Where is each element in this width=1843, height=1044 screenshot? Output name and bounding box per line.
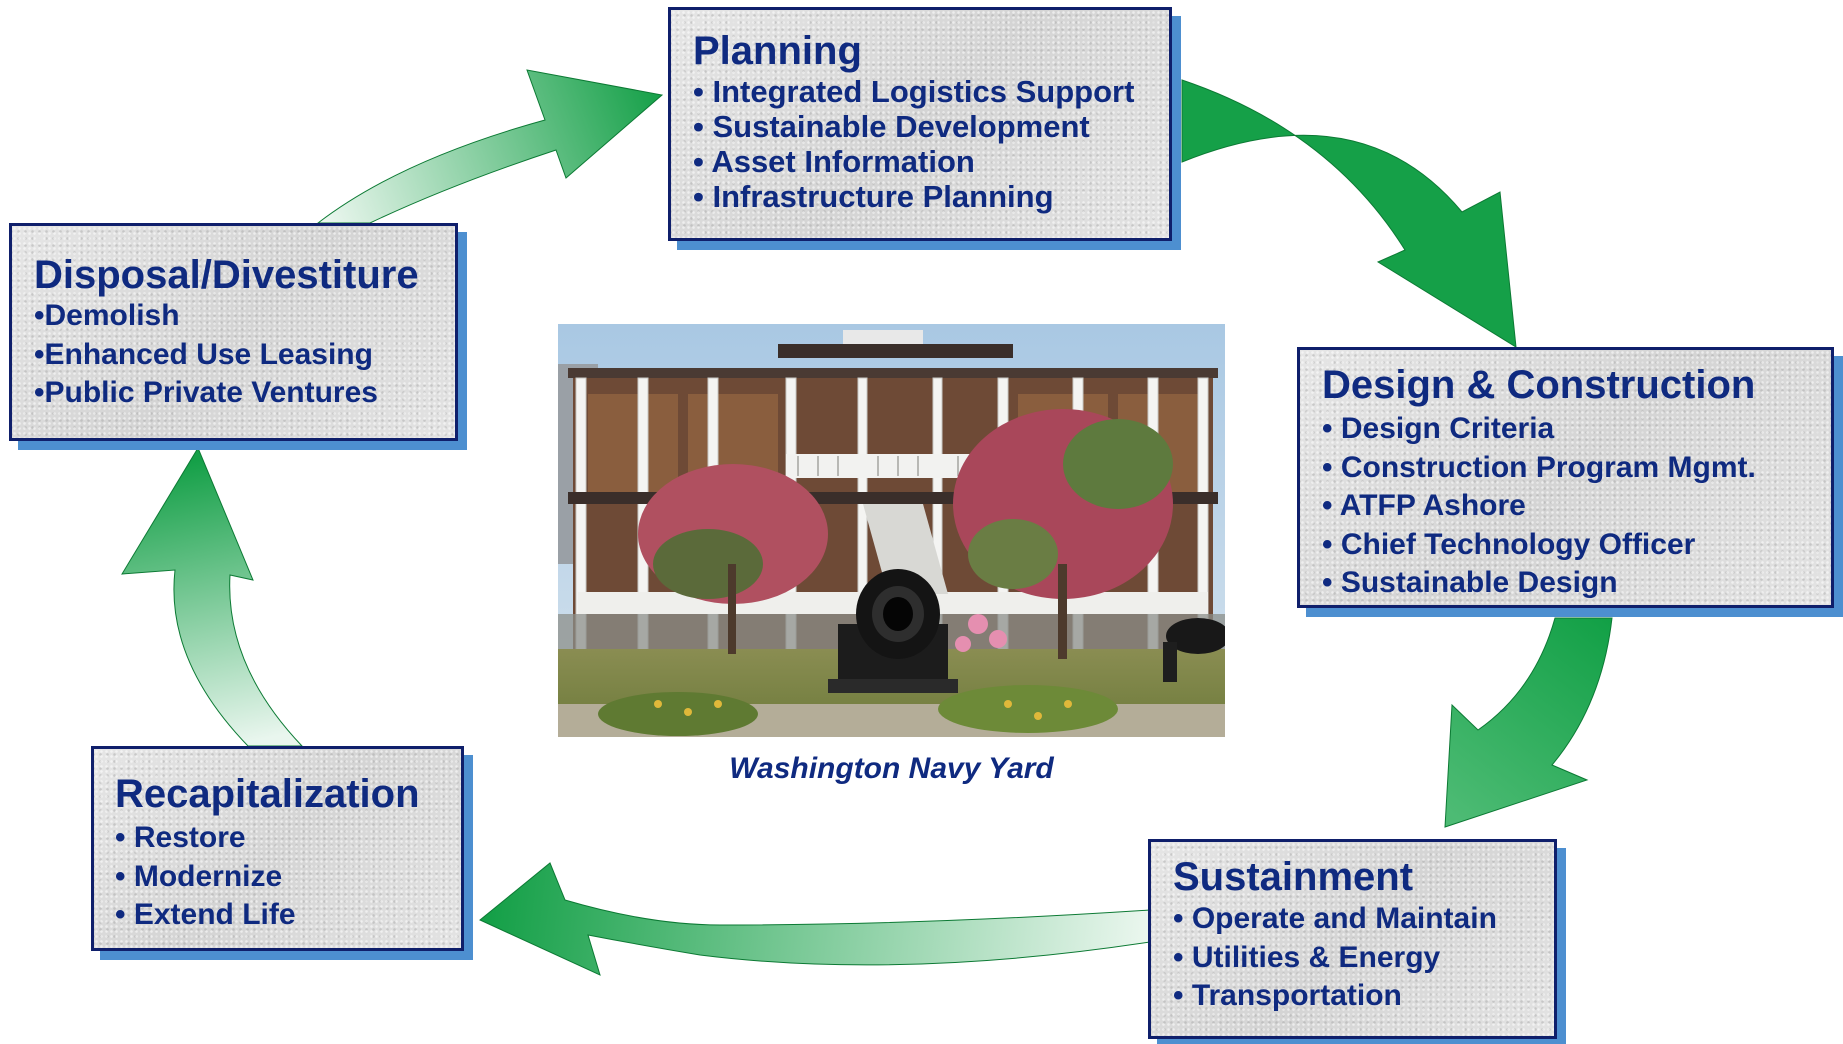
- list-item: • Modernize: [115, 859, 283, 893]
- list-item: • Integrated Logistics Support: [693, 74, 1135, 109]
- stage-list-sustainment: • Operate and Maintain • Utilities & Ene…: [1173, 900, 1554, 1016]
- stage-title-planning: Planning: [693, 29, 862, 73]
- list-item: •Public Private Ventures: [34, 376, 378, 409]
- list-item: • Chief Technology Officer: [1322, 527, 1696, 561]
- arrow-sustainment-to-recap: [479, 862, 1151, 976]
- balcony-rail: [786, 454, 986, 478]
- stage-list-design-construction: • Design Criteria • Construction Program…: [1322, 410, 1831, 603]
- list-item: • Restore: [115, 821, 246, 854]
- roof: [778, 344, 1013, 358]
- arrow-planning-to-design: [1181, 79, 1517, 348]
- stage-list-planning: • Integrated Logistics Support • Sustain…: [693, 74, 1169, 214]
- stage-title-sustainment: Sustainment: [1173, 855, 1414, 899]
- porch-roof: [568, 368, 1218, 378]
- list-item: •Enhanced Use Leasing: [34, 337, 373, 371]
- photo-caption: Washington Navy Yard: [729, 752, 1054, 785]
- list-item: • Construction Program Mgmt.: [1322, 450, 1756, 484]
- stage-box-sustainment: Sustainment • Operate and Maintain • Uti…: [1148, 839, 1557, 1039]
- stage-box-disposal: Disposal/Divestiture •Demolish •Enhanced…: [9, 223, 458, 441]
- building-photo: [558, 324, 1225, 737]
- arrow-design-to-sustainment: [1444, 617, 1613, 828]
- stage-box-design-construction: Design & Construction • Design Criteria …: [1297, 347, 1834, 608]
- list-item: • Sustainable Design: [1322, 566, 1618, 599]
- stage-box-recapitalization: Recapitalization • Restore • Modernize •…: [91, 746, 464, 951]
- list-item: •Demolish: [34, 299, 180, 332]
- list-item: • Sustainable Development: [693, 109, 1090, 144]
- list-item: • Design Criteria: [1322, 412, 1555, 445]
- list-item: • Operate and Maintain: [1173, 902, 1497, 935]
- stage-list-disposal: •Demolish •Enhanced Use Leasing •Public …: [34, 297, 455, 413]
- roof-railing: [843, 330, 923, 344]
- list-item: • Infrastructure Planning: [693, 179, 1054, 214]
- stage-title-recapitalization: Recapitalization: [115, 772, 420, 816]
- list-item: • Utilities & Energy: [1173, 940, 1441, 974]
- arrow-recap-to-disposal: [121, 446, 304, 747]
- stage-box-planning: Planning • Integrated Logistics Support …: [668, 7, 1172, 241]
- list-item: • Transportation: [1173, 979, 1402, 1012]
- stage-title-disposal: Disposal/Divestiture: [34, 253, 419, 297]
- stage-title-design-construction: Design & Construction: [1322, 363, 1756, 407]
- list-item: • Asset Information: [693, 144, 975, 179]
- list-item: • Extend Life: [115, 898, 296, 931]
- list-item: • ATFP Ashore: [1322, 489, 1526, 522]
- arrow-disposal-to-planning: [316, 69, 664, 224]
- stage-list-recapitalization: • Restore • Modernize • Extend Life: [115, 819, 461, 935]
